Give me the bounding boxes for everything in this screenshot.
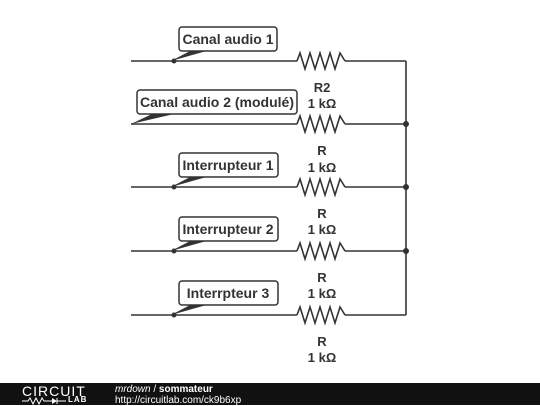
resistor-value-3: 1 kΩ bbox=[308, 222, 337, 237]
row-4: Interrupteur 2 R 1 kΩ bbox=[131, 216, 406, 301]
resistor-symbol-1 bbox=[296, 50, 346, 72]
author-name[interactable]: mrdown bbox=[115, 384, 151, 395]
label-text-3: Interrupteur 1 bbox=[182, 157, 273, 173]
label-flag-5 bbox=[171, 304, 210, 315]
resistor-name-4: R bbox=[317, 270, 327, 285]
label-box-3 bbox=[178, 152, 279, 178]
resistor-name-1: R2 bbox=[314, 80, 331, 95]
circuit-meta: mrdown / sommateur http://circuitlab.com… bbox=[115, 384, 241, 406]
row-2: Canal audio 2 (modulé) R 1 kΩ bbox=[131, 89, 406, 175]
label-flag-3 bbox=[171, 176, 210, 187]
label-box-5 bbox=[178, 280, 279, 306]
label-flag-1 bbox=[171, 50, 210, 61]
resistor-name-2: R bbox=[317, 143, 327, 158]
label-box-1 bbox=[178, 26, 278, 52]
resistor-symbol-5 bbox=[296, 304, 346, 326]
circuitlab-logo[interactable]: CIRCUIT LAB bbox=[22, 383, 112, 405]
resistor-value-4: 1 kΩ bbox=[308, 286, 337, 301]
label-node-4 bbox=[171, 248, 177, 254]
logo-text-circuit: CIRCUIT bbox=[22, 383, 86, 399]
row-5: Interrpteur 3 R 1 kΩ bbox=[131, 280, 406, 365]
label-text-5: Interrpteur 3 bbox=[187, 285, 270, 301]
resistor-value-2: 1 kΩ bbox=[308, 160, 337, 175]
schematic: Canal audio 1 R2 1 kΩ Canal audio 2 (mod… bbox=[131, 26, 409, 365]
logo-text-lab: LAB bbox=[68, 395, 88, 404]
circuit-url[interactable]: http://circuitlab.com/ck9b6xp bbox=[115, 395, 242, 406]
resistor-value-5: 1 kΩ bbox=[308, 350, 337, 365]
row-3: Interrupteur 1 R 1 kΩ bbox=[131, 152, 406, 237]
label-box-4 bbox=[178, 216, 279, 242]
byline-separator: / bbox=[150, 384, 159, 395]
resistor-symbol-2 bbox=[296, 113, 346, 135]
circuit-title[interactable]: sommateur bbox=[158, 384, 213, 395]
label-flag-4 bbox=[171, 240, 210, 251]
label-node-3 bbox=[171, 184, 177, 190]
label-box-2 bbox=[136, 89, 298, 115]
logo-circuit-symbol-icon bbox=[22, 397, 66, 405]
label-text-4: Interrupteur 2 bbox=[182, 221, 273, 237]
resistor-name-5: R bbox=[317, 334, 327, 349]
label-text-1: Canal audio 1 bbox=[182, 31, 273, 47]
footer-bar: CIRCUIT LAB mrdown / sommateur http://ci… bbox=[0, 383, 540, 406]
junction-dot-2 bbox=[403, 121, 409, 127]
resistor-symbol-4 bbox=[296, 240, 346, 262]
junction-dot-3 bbox=[403, 184, 409, 190]
resistor-value-1: 1 kΩ bbox=[308, 96, 337, 111]
resistor-name-3: R bbox=[317, 206, 327, 221]
resistor-symbol-3 bbox=[296, 176, 346, 198]
label-flag-2 bbox=[131, 114, 174, 124]
label-node-1 bbox=[171, 58, 177, 64]
junction-dot-4 bbox=[403, 248, 409, 254]
circuit-byline: mrdown / sommateur bbox=[115, 384, 241, 395]
label-text-2: Canal audio 2 (modulé) bbox=[140, 94, 294, 110]
row-1: Canal audio 1 R2 1 kΩ bbox=[131, 26, 406, 111]
label-node-5 bbox=[171, 312, 177, 318]
